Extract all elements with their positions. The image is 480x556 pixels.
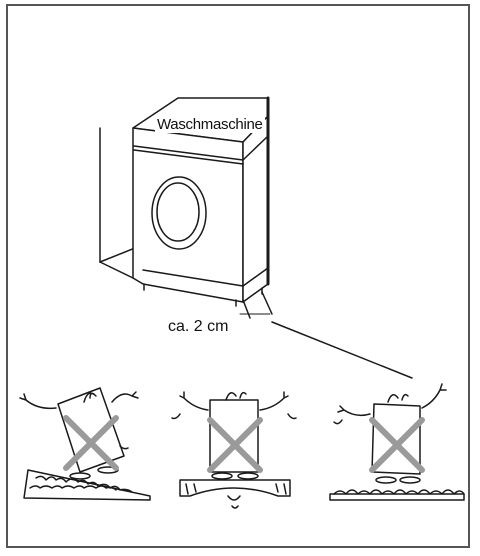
cross-mark-icon xyxy=(207,417,263,473)
distance-label: ca. 2 cm xyxy=(168,318,229,335)
cross-mark-icon xyxy=(63,415,119,471)
figure-tilted-surface xyxy=(19,387,151,501)
washing-machine-drawing xyxy=(132,96,270,307)
distance-indicator xyxy=(239,291,413,379)
cross-mark-icon xyxy=(369,417,425,473)
machine-label: Waschmaschine xyxy=(155,116,265,133)
